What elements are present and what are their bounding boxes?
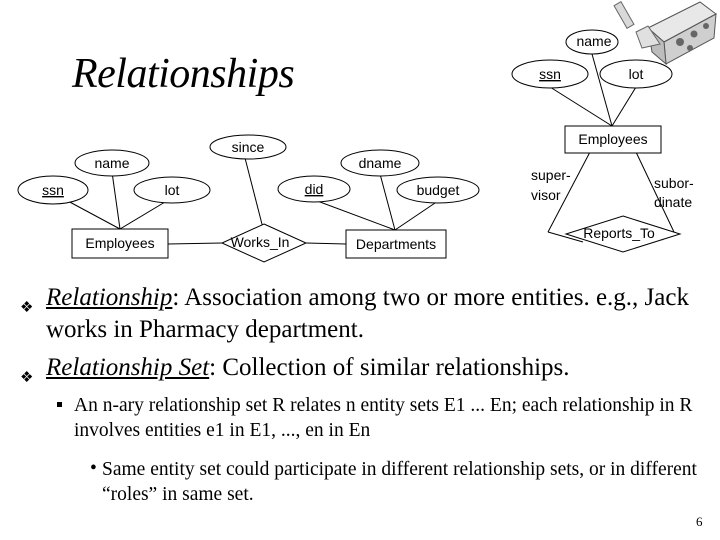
dot-bullet-icon: • <box>90 458 97 479</box>
attr-budget-ellipse <box>396 176 480 204</box>
attr-dname-label: dname <box>359 155 402 171</box>
entity-departments-box <box>345 229 447 259</box>
sub-sub-bullet-roles-text: Same entity set could participate in dif… <box>102 459 697 505</box>
relationship-reports-to-label: Reports_To <box>583 225 655 241</box>
square-bullet-icon <box>57 402 62 407</box>
attr-lot-label: lot <box>165 182 180 198</box>
sub-sub-bullet-roles: • Same entity set could participate in d… <box>90 457 712 507</box>
attr-lot-label: lot <box>629 66 644 82</box>
attr-lot-ellipse <box>599 59 673 89</box>
attr-ssn-label: ssn <box>539 66 561 82</box>
relationship-works-in-diamond <box>220 223 308 263</box>
right-er-diagram: name ssn lot Employees super- visor subo… <box>511 29 694 253</box>
relationship-works-in-label: Works_In <box>231 234 290 250</box>
entity-departments-label: Departments <box>356 236 436 252</box>
attr-name-label: name <box>94 155 129 171</box>
attr-ssn-label: ssn <box>42 182 64 198</box>
page-number: 6 <box>696 514 703 529</box>
database-cheese-logo-icon <box>613 1 717 66</box>
attr-did-ellipse <box>277 175 351 203</box>
er-diagram: name ssn lot Employees since Works_In di… <box>17 29 694 263</box>
relationship-reports-to-diamond <box>564 215 682 253</box>
attr-name-ellipse <box>74 149 150 177</box>
attr-name-ellipse <box>565 29 619 55</box>
entity-employees-label: Employees <box>578 131 647 147</box>
diamond-bullet-icon: ❖ <box>20 300 34 316</box>
attr-since-ellipse <box>209 134 287 160</box>
role-supervisor-line2: visor <box>531 187 561 203</box>
attr-budget-label: budget <box>417 182 460 198</box>
attr-name-label: name <box>576 33 611 49</box>
left-er-diagram: name ssn lot Employees since Works_In di… <box>17 134 480 263</box>
entity-employees-box <box>71 228 169 259</box>
bullet-relationship-text: : Association among two or more entities… <box>46 284 689 343</box>
attr-lot-ellipse <box>133 176 211 204</box>
attr-did-label: did <box>305 181 324 197</box>
term-relationship-set: Relationship Set <box>46 354 210 381</box>
role-subordinate-line2: dinate <box>654 194 692 210</box>
attr-since-label: since <box>232 139 265 155</box>
role-subordinate-line1: subor- <box>654 175 694 191</box>
bullet-relationship-set: ❖ Relationship Set: Collection of simila… <box>20 352 706 386</box>
role-supervisor-line1: super- <box>531 167 571 183</box>
diamond-bullet-icon: ❖ <box>20 370 34 386</box>
slide-title: Relationships <box>72 51 295 97</box>
attr-ssn-ellipse <box>17 175 89 205</box>
sub-bullet-n-ary-text: An n-ary relationship set R relates n en… <box>74 395 693 441</box>
bullet-relationship-set-text: : Collection of similar relationships. <box>209 354 570 381</box>
attr-ssn-ellipse <box>511 59 589 89</box>
entity-employees-box <box>564 125 662 154</box>
attr-dname-ellipse <box>340 149 420 177</box>
bullet-relationship: ❖ Relationship: Association among two or… <box>20 282 706 346</box>
term-relationship: Relationship <box>46 284 173 311</box>
entity-employees-label: Employees <box>85 235 154 251</box>
sub-bullet-n-ary: An n-ary relationship set R relates n en… <box>57 393 714 443</box>
